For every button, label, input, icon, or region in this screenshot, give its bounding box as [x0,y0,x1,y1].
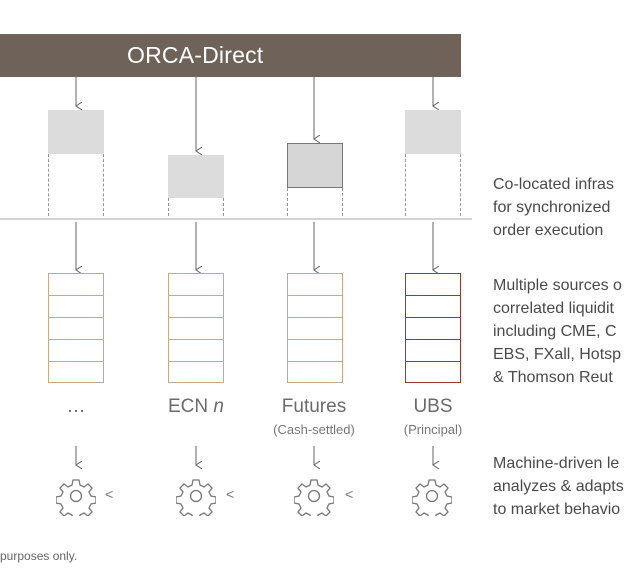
order-slice-box [168,155,224,198]
order-slice-box [405,110,461,154]
venue-sublabel: (Cash-settled) [273,422,355,437]
orca-direct-header: ORCA-Direct [0,34,461,77]
gear-icon [56,479,96,516]
footnote: purposes only. [0,549,78,563]
chevron-left-icon: < [226,486,235,502]
description-machine-learning: Machine-driven le analyzes & adapts to m… [493,455,624,518]
description-colocation: Co-located infras for synchronized order… [493,176,614,239]
slice-dashed-column [48,154,104,216]
chevron-left-icon: < [105,486,114,502]
liquidity-stack [168,273,224,383]
gear-icon [294,479,334,516]
order-slice-box [287,143,343,188]
liquidity-stack [287,273,343,383]
venue-sublabel: (Principal) [403,422,463,437]
chevron-left-icon: < [345,486,354,502]
gear-icon [412,479,452,516]
venue-label: … [66,396,86,417]
venue-label: Futures [281,396,347,417]
slice-dashed-column [168,198,224,216]
liquidity-stack-principal [405,273,461,383]
venue-label: UBS [413,396,453,417]
liquidity-stack [48,273,104,383]
slice-dashed-column [405,154,461,216]
gear-icon [176,479,216,516]
description-liquidity: Multiple sources o correlated liquidit i… [493,277,622,386]
venue-label: ECN n [168,396,224,417]
header-title: ORCA-Direct [127,42,264,68]
slice-dashed-column [287,188,343,216]
order-slice-box [48,110,104,154]
